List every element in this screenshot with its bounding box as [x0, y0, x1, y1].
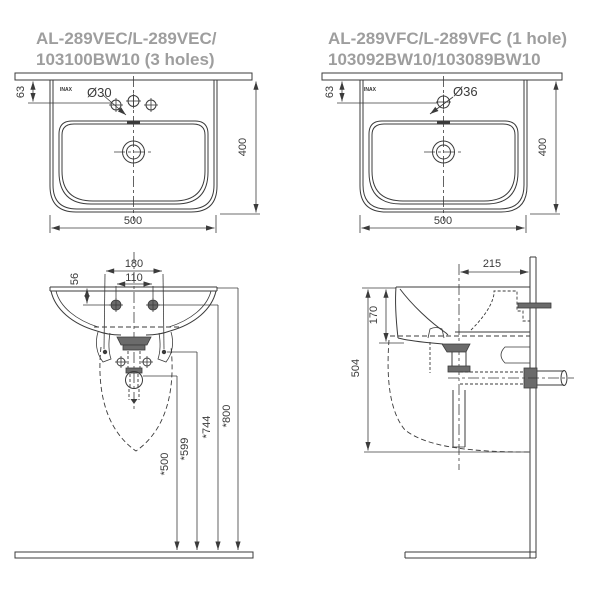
- wall-anchor-hole-left: [109, 298, 123, 312]
- side-view: 215 170 504: [350, 256, 574, 559]
- dim-label-500: 500: [434, 215, 452, 227]
- trap-nut: [447, 365, 471, 373]
- trap-nut: [125, 367, 143, 374]
- left-model-title-line1: AL-289VEC/L-289VEC/: [36, 29, 217, 48]
- dim-label-180: 180: [125, 258, 143, 270]
- faucet-hole-center: [126, 93, 141, 109]
- dim-label-400: 400: [537, 138, 549, 156]
- dim-bracket-height-599: *599: [167, 351, 200, 550]
- dim-label-744: *744: [201, 416, 213, 439]
- bracket-bolt: [102, 349, 108, 355]
- dim-rim-to-anchor-56: 56: [69, 273, 110, 306]
- left-model-title-line2: 103100BW10 (3 holes): [36, 50, 215, 69]
- right-model-title-line1: AL-289VFC/L-289VFC (1 hole): [328, 29, 567, 48]
- hole-diameter-leader: [429, 96, 454, 115]
- dim-anchor-span-180: 180: [103, 258, 165, 350]
- flow-arrow: [130, 399, 138, 404]
- sink-body: [50, 290, 217, 336]
- overflow-chamber-hidden: [470, 290, 530, 331]
- dim-label-63: 63: [324, 86, 336, 98]
- dim-width-500: 500: [359, 215, 527, 233]
- dim-label-170: 170: [368, 306, 380, 324]
- pedestal-hidden-outline: [99, 346, 173, 452]
- dim-label-599: *599: [179, 438, 191, 461]
- front-view: 180 110 56 *500 *599 *744 *800: [14, 252, 254, 559]
- basin-rim-outer: [368, 120, 519, 205]
- trap-body: [125, 371, 143, 389]
- pedestal-hidden-outline: [387, 339, 530, 453]
- dim-drain-to-wall-215: 215: [460, 258, 529, 275]
- faucet-hole-left: [109, 98, 123, 112]
- dim-depth-400: 400: [220, 81, 260, 215]
- faucet-hole-right: [144, 98, 158, 112]
- hole-diameter-label: Ø36: [453, 84, 478, 99]
- brand-logo: INAX: [364, 87, 377, 93]
- plan-view-1-hole: Ø36 INAX 63 400 500: [321, 72, 563, 233]
- dim-label-504: 504: [350, 359, 362, 377]
- drain-trap-assembly: [115, 336, 153, 404]
- dim-label-800: *800: [221, 405, 233, 428]
- dim-hole-offset-63: 63: [324, 81, 437, 104]
- fixing-bracket-left: [96, 331, 112, 363]
- fixing-bracket-right: [157, 331, 173, 363]
- dim-anchor-height-744: *744: [159, 304, 221, 550]
- wall-fixing-bolt: [517, 302, 552, 309]
- overflow-screw-right: [141, 356, 153, 368]
- dim-depth-400: 400: [530, 81, 560, 215]
- floor-line: [404, 551, 536, 559]
- dim-trap-height-500: *500: [143, 375, 180, 550]
- basin-rim-outer: [58, 120, 209, 205]
- basin-rim-inner: [61, 123, 206, 202]
- dim-rim-height-800: *800: [217, 287, 241, 550]
- back-ledge: [321, 72, 563, 81]
- brand-logo: INAX: [60, 87, 73, 93]
- dim-label-63: 63: [15, 86, 27, 98]
- dim-label-110: 110: [125, 272, 143, 284]
- dim-label-56: 56: [69, 273, 81, 285]
- pipe-end: [560, 370, 568, 386]
- hole-diameter-label: Ø30: [87, 85, 112, 100]
- dim-rim-to-bracket-170: 170: [368, 289, 404, 344]
- faucet-hole-center: [436, 94, 451, 110]
- sink-outline-inner: [52, 80, 215, 210]
- dim-label-500s: *500: [159, 453, 171, 476]
- floor-line: [14, 551, 254, 559]
- bracket-bolt: [161, 349, 167, 355]
- dim-label-500: 500: [124, 215, 142, 227]
- wall-section: [529, 256, 537, 559]
- hole-diameter-leader: [102, 94, 127, 116]
- dim-label-215: 215: [483, 258, 501, 270]
- right-model-title-line2: 103092BW10/103089BW10: [328, 50, 541, 69]
- dim-hole-offset-63: 63: [15, 81, 111, 104]
- wall-bracket: [500, 346, 530, 364]
- overflow-screw-left: [115, 356, 127, 368]
- dim-bolt-span-110: 110: [115, 272, 154, 299]
- basin-rim-inner: [371, 123, 516, 202]
- dim-width-500: 500: [49, 215, 217, 233]
- plan-view-3-hole: Ø30 INAX 63 400 500: [14, 72, 260, 233]
- sink-outline-inner: [362, 80, 525, 210]
- sink-profile: [390, 286, 530, 373]
- dim-label-400: 400: [237, 138, 249, 156]
- drain-trap-assembly: [441, 343, 574, 448]
- sink-rim: [49, 286, 218, 292]
- dim-rim-to-pedestal-504: 504: [350, 287, 396, 451]
- wall-anchor-hole-right: [146, 298, 160, 312]
